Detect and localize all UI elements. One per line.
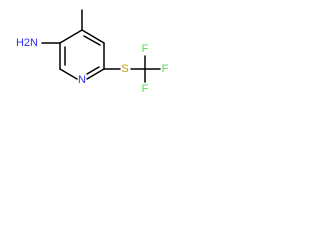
bond-ring-c2-n — [86, 68, 105, 80]
atom-labels: H2N N S F F F — [16, 37, 169, 95]
fluorine-top-label: F — [142, 43, 149, 55]
bond-ring-c4-c3 — [81, 29, 105, 44]
chemical-structure: H2N N S F F F — [16, 9, 169, 95]
fluorine-bottom-label: F — [142, 83, 149, 95]
ring-nitrogen-label: N — [78, 74, 86, 86]
bond-ring-c4-c3-inner — [83, 35, 101, 46]
bond-ring-n-c6 — [59, 68, 78, 80]
fluorine-right-label: F — [162, 63, 169, 75]
bond-lines — [41, 9, 161, 83]
sulfur-label: S — [121, 63, 128, 75]
amine-label: H2N — [16, 37, 38, 49]
bond-ring-c2-n-inner — [86, 66, 100, 75]
bond-ring-c4-c5 — [59, 29, 83, 44]
